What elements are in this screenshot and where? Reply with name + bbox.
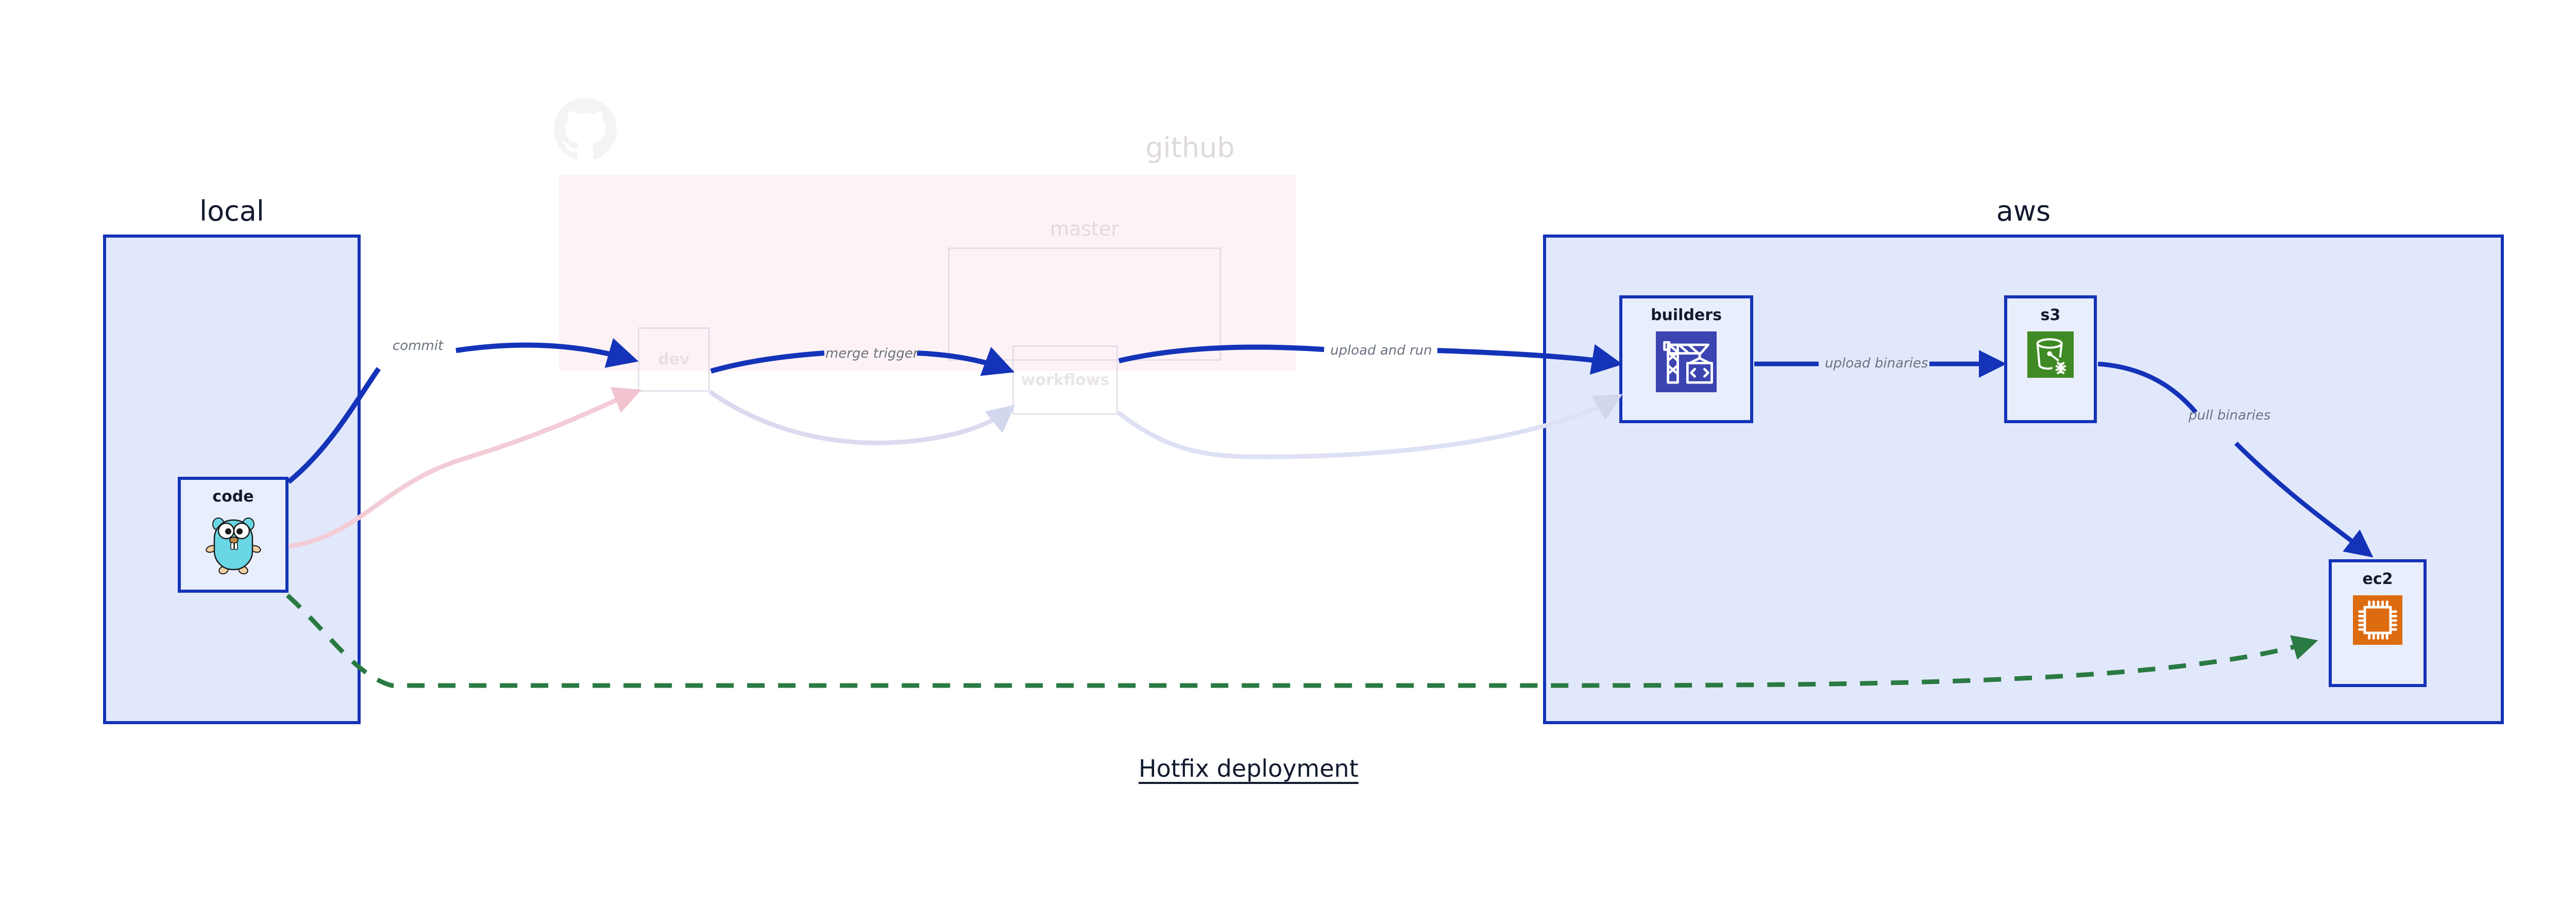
node-workflows-label: workflows: [1021, 371, 1110, 389]
edge-ghost-dev-workflows: [708, 390, 1015, 445]
group-label-github: github: [1145, 131, 1235, 164]
edge-merge-trigger[interactable]: [710, 350, 825, 374]
node-ec2[interactable]: ec2: [2329, 559, 2427, 687]
node-dev-label: dev: [658, 350, 690, 369]
edge-upload-and-run-tail[interactable]: [1437, 344, 1623, 375]
diagram-title: Hotfix deployment: [1139, 755, 1359, 782]
edge-merge-trigger-tail[interactable]: [917, 347, 1015, 376]
node-workflows[interactable]: workflows: [1012, 345, 1118, 415]
group-master: [948, 247, 1221, 361]
edge-pull-binaries[interactable]: [2097, 361, 2198, 414]
edge-commit-tail[interactable]: [455, 338, 639, 368]
edge-upload-and-run[interactable]: [1118, 344, 1325, 363]
edge-ghost-workflows-builders: [1116, 394, 1623, 459]
node-builders[interactable]: builders: [1619, 295, 1753, 423]
edge-label-upload-and-run: upload and run: [1330, 343, 1432, 358]
node-builders-label: builders: [1651, 306, 1722, 324]
edge-label-upload-binaries: upload binaries: [1825, 356, 1928, 371]
group-label-aws: aws: [1996, 195, 2051, 227]
edge-commit[interactable]: [286, 367, 381, 484]
node-code-label: code: [212, 488, 254, 506]
aws-ec2-icon: [2353, 595, 2402, 645]
aws-s3-glacier-icon: [2027, 331, 2074, 378]
edge-hotfix-direct[interactable]: [285, 593, 2318, 688]
node-ec2-label: ec2: [2362, 570, 2393, 588]
group-label-master: master: [1049, 218, 1119, 240]
edge-label-merge-trigger: merge trigger: [825, 346, 919, 361]
edge-label-commit: commit: [393, 338, 444, 354]
edge-ghost-code-dev: [288, 387, 642, 549]
group-github: [559, 175, 1296, 371]
go-gopher-icon: [205, 517, 261, 575]
edge-pull-binaries-tail[interactable]: [2234, 441, 2374, 558]
aws-codebuild-icon: [1656, 331, 1717, 392]
group-label-local: local: [199, 195, 264, 227]
edge-label-pull-binaries: pull binaries: [2189, 408, 2271, 423]
node-s3-label: s3: [2040, 306, 2061, 324]
github-octocat-icon: [554, 98, 617, 159]
node-code[interactable]: code: [178, 477, 289, 593]
